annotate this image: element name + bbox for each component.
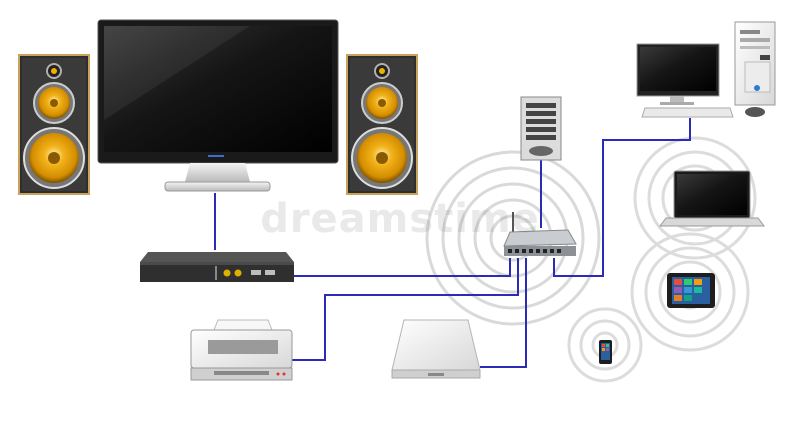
external-hard-drive <box>391 319 481 379</box>
speaker-left <box>18 54 90 195</box>
printer <box>190 319 293 381</box>
tablet <box>667 273 715 308</box>
wifi-signal-phone <box>567 307 643 383</box>
laptop <box>659 170 765 227</box>
cable-media-player-router <box>292 258 511 277</box>
tv <box>97 19 339 192</box>
smartphone <box>599 340 612 364</box>
router <box>503 212 577 256</box>
desktop-computer <box>636 21 776 118</box>
cables <box>214 118 691 368</box>
cable-router-desktop <box>553 118 691 277</box>
server <box>520 96 562 161</box>
media-player <box>140 252 294 282</box>
speaker-right <box>346 54 418 195</box>
cable-router-hard-drive <box>480 258 527 368</box>
cable-router-printer <box>292 258 519 361</box>
